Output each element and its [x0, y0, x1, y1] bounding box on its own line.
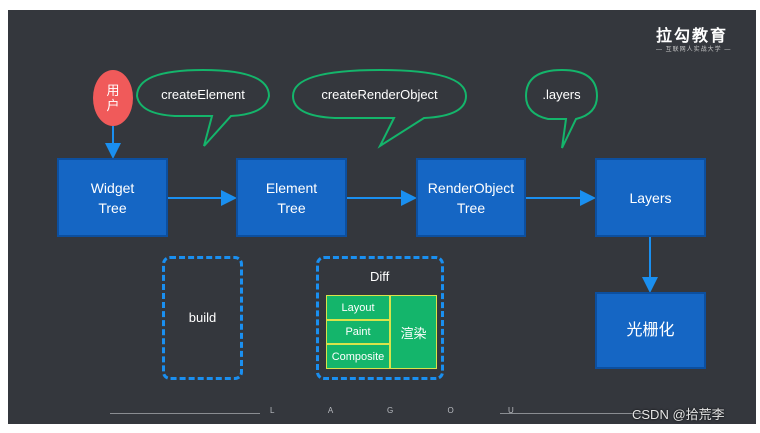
renderobject-tree-line2: Tree [456, 199, 486, 216]
bubble-layers [524, 68, 599, 149]
element-tree-line1: Element [265, 179, 318, 196]
render-label-box: 渲染 [390, 295, 437, 369]
stage-paint: Paint [326, 320, 390, 344]
bubble-layers-label: .layers [542, 87, 581, 102]
widget-tree-line1: Widget [90, 179, 135, 196]
logo-subtitle: — 互联网人实战大学 — [656, 47, 732, 53]
bubble-create-element-label: createElement [161, 87, 245, 102]
diff-phase-box [316, 256, 444, 380]
element-tree-box: Element Tree [236, 158, 347, 237]
user-node: 用 户 [93, 70, 133, 126]
bubble-create-render-object [291, 68, 468, 149]
layers-label: Layers [629, 189, 672, 206]
footer-letters: L A G O U [270, 406, 540, 415]
diff-title: Diff [370, 269, 390, 284]
logo-title: 拉勾教育 [656, 28, 729, 45]
raster-box: 光栅化 [595, 292, 706, 369]
user-label-line2: 户 [106, 98, 120, 113]
bubble-create-render-object-label: createRenderObject [321, 87, 438, 102]
raster-label: 光栅化 [626, 321, 675, 339]
build-label: build [188, 310, 217, 325]
build-phase-box [162, 256, 243, 380]
footer-rule-right [500, 413, 645, 414]
element-tree-line2: Tree [277, 199, 306, 216]
layers-box: Layers [595, 158, 706, 237]
bubble-create-element [135, 68, 271, 147]
widget-tree-line2: Tree [98, 199, 127, 216]
renderobject-tree-box: RenderObject Tree [416, 158, 526, 237]
widget-tree-box: Widget Tree [57, 158, 168, 237]
user-label-line1: 用 [106, 83, 120, 98]
stage-layout: Layout [326, 295, 390, 320]
stage-composite: Composite [326, 344, 390, 369]
renderobject-tree-line1: RenderObject [427, 179, 515, 196]
footer-rule-left [110, 413, 260, 414]
watermark: CSDN @拾荒李 [632, 407, 725, 422]
